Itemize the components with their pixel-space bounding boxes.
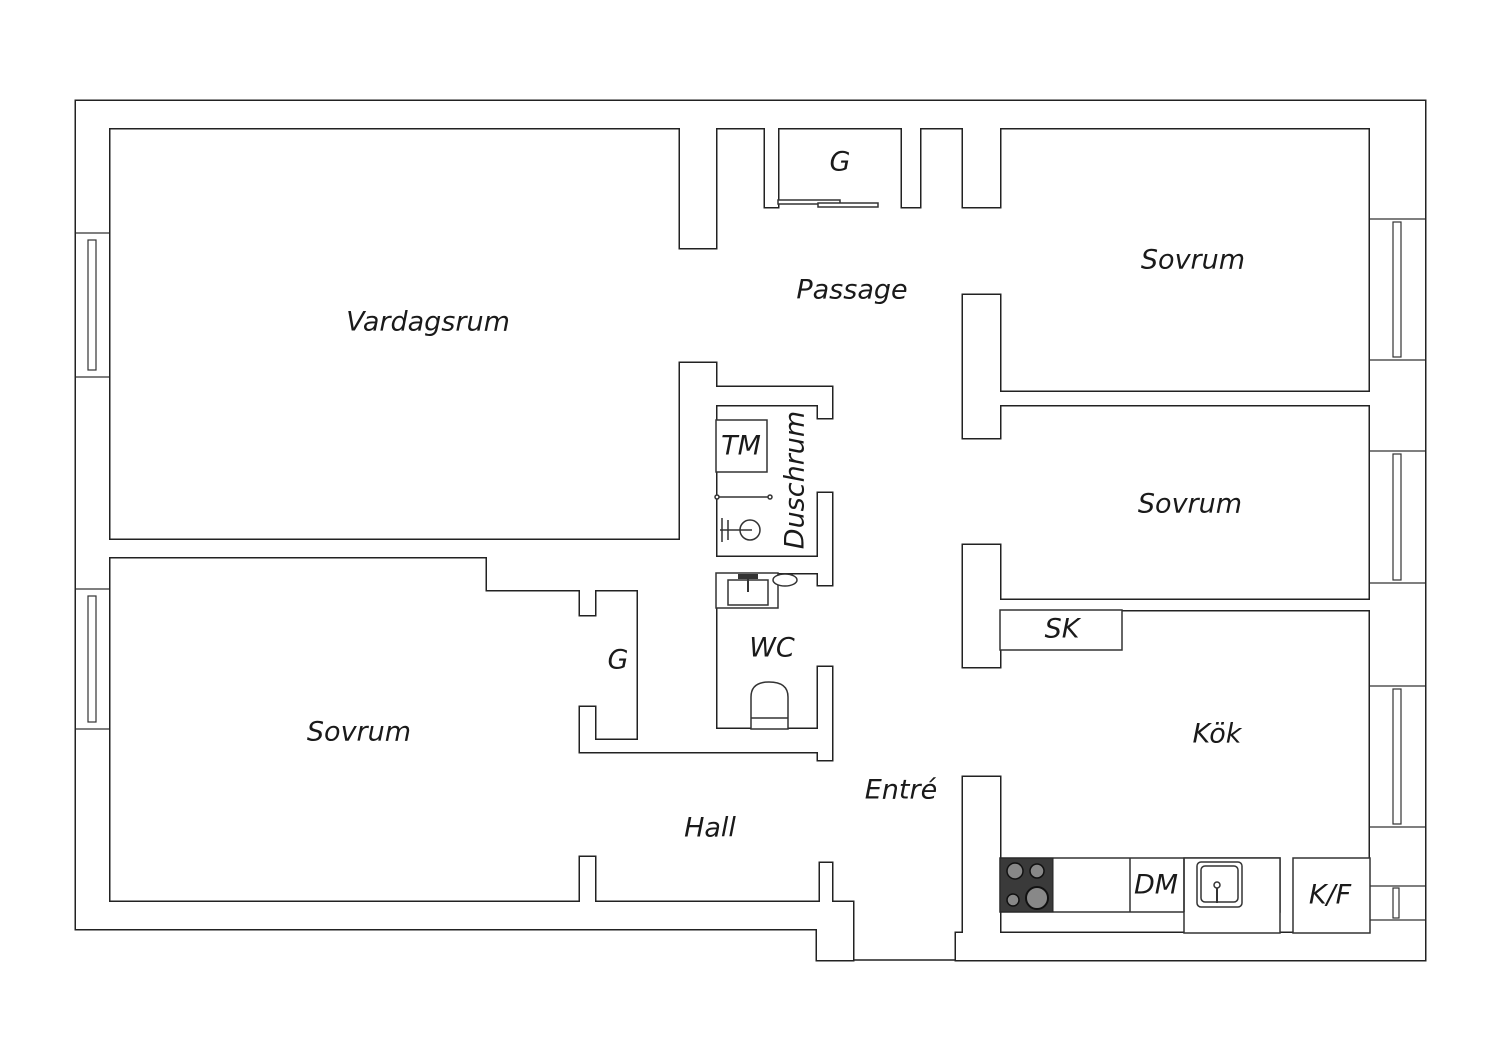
room-label-sovrum-sw: Sovrum — [307, 717, 411, 748]
room-label-entre: Entré — [865, 775, 937, 806]
window-east-2 — [1370, 450, 1425, 584]
room-label-passage: Passage — [796, 275, 907, 306]
window-west-1 — [76, 232, 109, 378]
room-label-wc: WC — [749, 633, 795, 664]
label-dm: DM — [1134, 870, 1178, 901]
label-tm: TM — [721, 431, 761, 462]
shower-rail — [714, 494, 773, 500]
room-label-hall: Hall — [684, 813, 736, 844]
room-label-sovrum-ne: Sovrum — [1141, 245, 1245, 276]
sliding-door — [777, 199, 879, 208]
room-label-kok: Kök — [1193, 719, 1243, 750]
room-label-duschrum: Duschrum — [780, 411, 811, 549]
windows — [76, 218, 1425, 921]
kitchen-sink-icon — [1196, 861, 1243, 908]
window-west-2 — [76, 588, 109, 730]
room-label-sovrum-e: Sovrum — [1138, 489, 1242, 520]
room-label-vardagsrum: Vardagsrum — [346, 307, 510, 338]
walls-fill — [76, 101, 1425, 960]
label-sk: SK — [1045, 614, 1082, 645]
window-east-4 — [1370, 885, 1425, 921]
toilet-icon — [750, 681, 789, 730]
wc-sink — [715, 572, 798, 609]
room-label-closet-sw: G — [608, 645, 629, 676]
cabinet-sk — [999, 609, 1123, 651]
label-kf: K/F — [1309, 880, 1352, 911]
room-label-closet-top: G — [830, 147, 851, 178]
fridge-freezer — [1292, 857, 1371, 934]
stove-icon — [999, 857, 1054, 913]
window-east-3 — [1370, 685, 1425, 828]
window-east-1 — [1370, 218, 1425, 361]
washing-machine — [715, 419, 768, 473]
shower-head-icon — [720, 518, 761, 542]
